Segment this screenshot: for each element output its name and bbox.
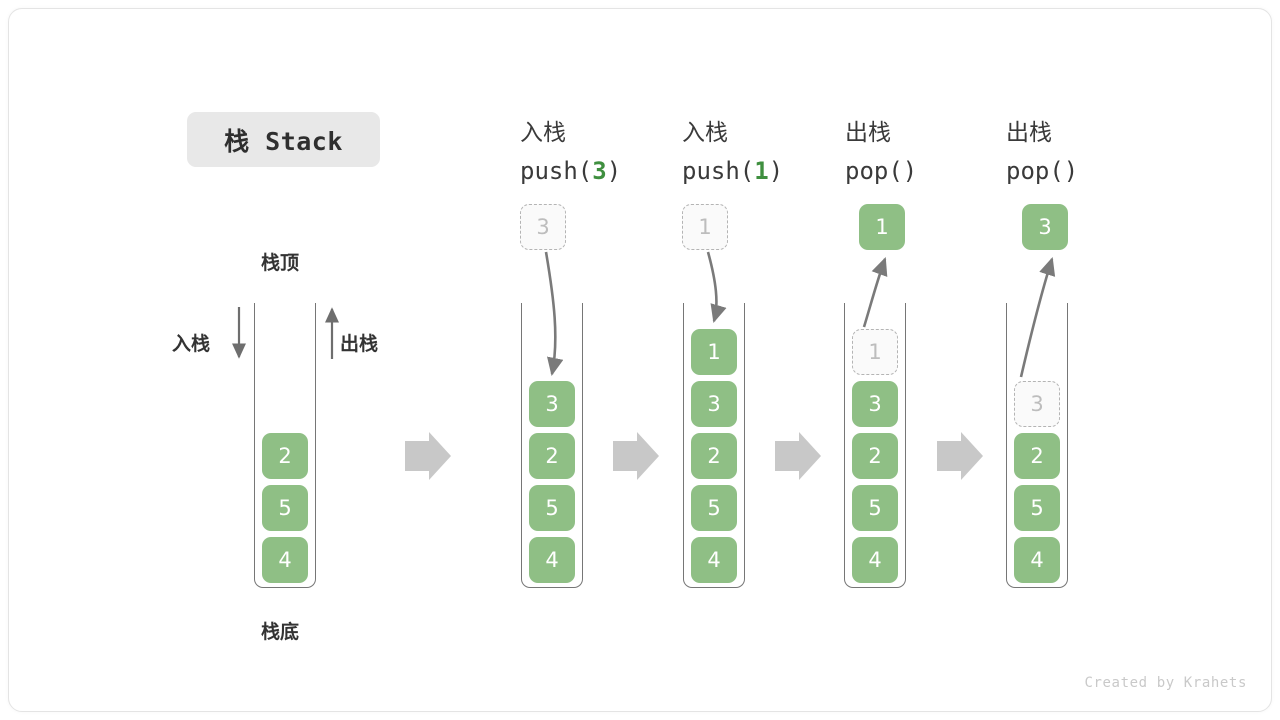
stack-container-pop-1 [844, 303, 906, 588]
stage-header-cn-push-3: 入栈 [520, 120, 566, 146]
code-suffix: ) [768, 157, 784, 185]
floating-value-push-1: 1 [682, 204, 728, 250]
stack-cell: 1 [691, 329, 737, 375]
diagram-card: 栈 Stack 入栈 push(3) 入栈 push(1) 出栈 pop() 出… [8, 8, 1272, 712]
stack-container-pop-3 [1006, 303, 1068, 588]
stage-header-push-1: 入栈 push(1) [682, 114, 783, 190]
stage-header-cn-pop-3: 出栈 [1006, 120, 1052, 146]
stage-header-code-push-1: push(1) [682, 152, 783, 190]
diagram-canvas: 栈 Stack 入栈 push(3) 入栈 push(1) 出栈 pop() 出… [9, 9, 1271, 711]
code-prefix: push( [682, 157, 755, 185]
stack-cell: 3 [691, 381, 737, 427]
stack-container-initial [254, 303, 316, 588]
stack-cell: 4 [262, 537, 308, 583]
floating-value-pop-3: 3 [1022, 204, 1068, 250]
block-arrow-icon [405, 432, 451, 480]
stack-cell: 4 [529, 537, 575, 583]
stack-cell: 2 [262, 433, 308, 479]
stack-cell: 5 [262, 485, 308, 531]
stage-header-cn-pop-1: 出栈 [845, 120, 891, 146]
stack-cell: 2 [529, 433, 575, 479]
stack-cell: 5 [852, 485, 898, 531]
label-stack-bottom: 栈底 [261, 621, 300, 643]
stack-cell: 3 [852, 381, 898, 427]
stack-cell: 4 [1014, 537, 1060, 583]
label-pop-side: 出栈 [340, 333, 379, 355]
stack-cell: 5 [691, 485, 737, 531]
stack-cell: 5 [1014, 485, 1060, 531]
stack-cell: 2 [852, 433, 898, 479]
floating-value-push-3: 3 [520, 204, 566, 250]
label-stack-top: 栈顶 [261, 252, 300, 274]
code-suffix: ) [606, 157, 622, 185]
stack-cell: 4 [852, 537, 898, 583]
stage-header-pop-1: 出栈 pop() [845, 114, 917, 190]
floating-value-pop-1: 1 [859, 204, 905, 250]
stage-header-push-3: 入栈 push(3) [520, 114, 621, 190]
stage-header-code-push-3: push(3) [520, 152, 621, 190]
code-prefix: pop( [845, 157, 903, 185]
block-arrow-icon [937, 432, 983, 480]
stage-header-code-pop-1: pop() [845, 152, 917, 190]
block-arrow-icon [613, 432, 659, 480]
stage-header-pop-3: 出栈 pop() [1006, 114, 1078, 190]
stage-header-code-pop-3: pop() [1006, 152, 1078, 190]
stack-cell-leaving: 3 [1014, 381, 1060, 427]
code-suffix: ) [1063, 157, 1079, 185]
code-prefix: pop( [1006, 157, 1064, 185]
stack-cell: 5 [529, 485, 575, 531]
stack-cell: 4 [691, 537, 737, 583]
label-push-side: 入栈 [172, 333, 211, 355]
block-arrow-icon [775, 432, 821, 480]
stack-cell: 3 [529, 381, 575, 427]
stack-container-push-3 [521, 303, 583, 588]
stack-cell: 2 [1014, 433, 1060, 479]
code-suffix: ) [902, 157, 918, 185]
code-prefix: push( [520, 157, 593, 185]
stack-cell: 2 [691, 433, 737, 479]
stage-header-cn-push-1: 入栈 [682, 120, 728, 146]
stack-container-push-1 [683, 303, 745, 588]
code-arg: 3 [592, 157, 607, 185]
watermark: Created by Krahets [1084, 675, 1247, 691]
code-arg: 1 [754, 157, 769, 185]
title-badge: 栈 Stack [187, 112, 380, 167]
stack-cell-leaving: 1 [852, 329, 898, 375]
